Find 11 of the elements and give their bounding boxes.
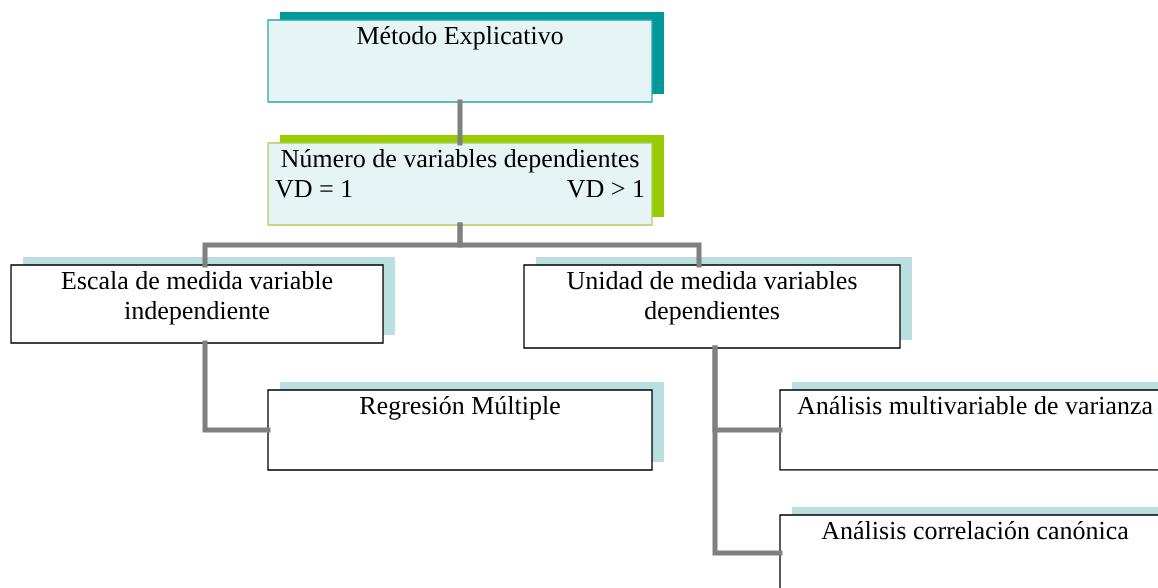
process-box: Análisis correlación canónica	[779, 507, 1158, 588]
process-box: Regresión Múltiple	[267, 382, 664, 471]
connector-line	[457, 222, 702, 268]
connector-line	[712, 345, 783, 556]
process-box: Unidad de medida variables dependientes	[523, 257, 912, 349]
process-box: Escala de medida variable independiente	[10, 257, 395, 344]
process-box: Análisis multivariable de varianza	[779, 382, 1158, 471]
connector-line	[202, 340, 271, 433]
connector-line	[457, 99, 463, 146]
process-box: Método Explicativo	[267, 12, 664, 103]
process-box: Número de variables dependientes VD = 1 VD > 1	[267, 135, 664, 226]
